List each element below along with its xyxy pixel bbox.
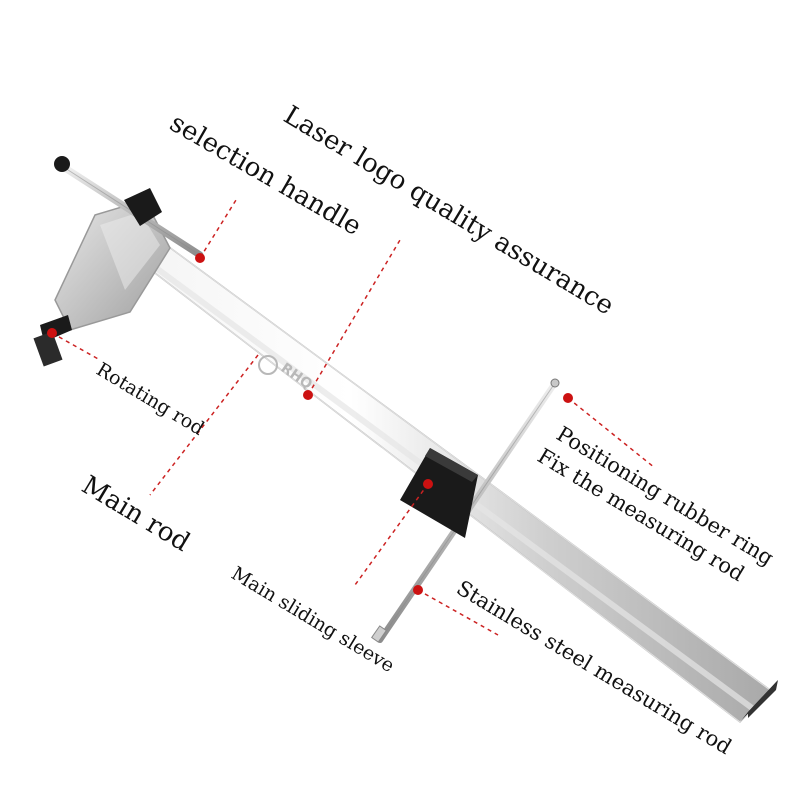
marker-rotating-rod <box>47 328 57 338</box>
marker-selection-handle <box>195 253 205 263</box>
marker-measuring-rod <box>413 585 423 595</box>
marker-rubber-ring <box>563 393 573 403</box>
label-main-rod: Main rod <box>76 470 194 558</box>
marker-dots <box>47 253 573 595</box>
head-block <box>54 199 171 331</box>
main-sliding-sleeve <box>400 448 478 538</box>
marker-logo <box>303 390 313 400</box>
rod-end-cap <box>740 680 778 722</box>
label-main-sleeve: Main sliding sleeve <box>227 562 398 677</box>
leader-lines <box>51 199 656 636</box>
marker-sleeve <box>423 479 433 489</box>
selection-handle <box>54 156 204 259</box>
label-rotating-rod: Rotating rod <box>92 358 208 439</box>
